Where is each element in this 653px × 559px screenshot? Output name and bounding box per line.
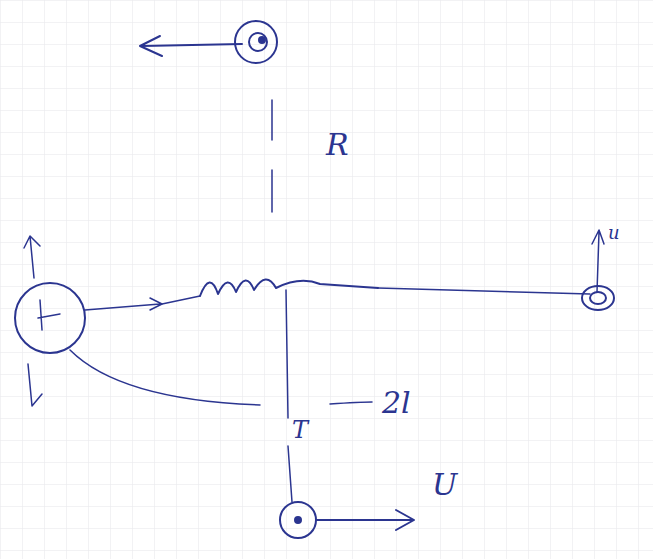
length-label: 2l bbox=[382, 388, 411, 418]
rope bbox=[378, 288, 590, 294]
rope bbox=[85, 298, 162, 310]
tension-label: T bbox=[292, 418, 308, 442]
ball-dot bbox=[259, 37, 265, 43]
rotation-arrow bbox=[24, 236, 40, 278]
ball bbox=[235, 21, 277, 63]
rope bbox=[70, 350, 372, 405]
radius-line bbox=[271, 100, 273, 212]
ball bbox=[280, 502, 316, 538]
ball-core bbox=[590, 292, 606, 304]
spring bbox=[200, 279, 378, 296]
ball bbox=[15, 283, 85, 353]
radius-label: R bbox=[326, 130, 349, 160]
speed-label: U bbox=[432, 470, 457, 500]
rope bbox=[162, 296, 200, 304]
ball-mark bbox=[38, 300, 60, 330]
rope bbox=[286, 290, 292, 502]
ball-core bbox=[249, 33, 267, 51]
speed-label: u bbox=[608, 224, 620, 242]
rotation-arrow bbox=[28, 364, 42, 406]
ball-dot bbox=[295, 517, 301, 523]
velocity-arrow bbox=[140, 36, 242, 56]
velocity-arrow bbox=[592, 230, 604, 292]
ball bbox=[582, 286, 614, 310]
velocity-arrow bbox=[316, 510, 414, 530]
